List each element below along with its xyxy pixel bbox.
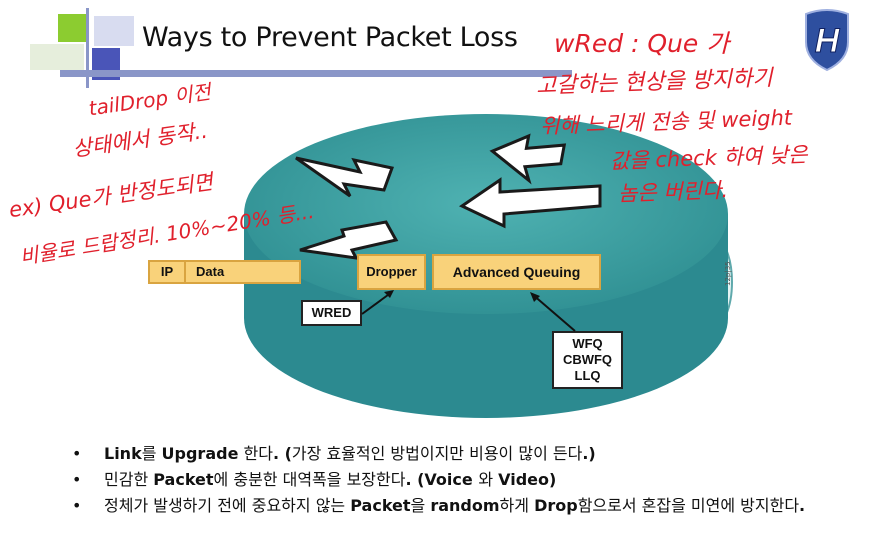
data-box: Data bbox=[184, 260, 301, 284]
arrow-out-bottomleft bbox=[299, 220, 399, 260]
arrow-out-topright bbox=[489, 133, 567, 185]
arrow-out-bottomright bbox=[459, 177, 602, 229]
title-vertical-rule bbox=[86, 8, 89, 88]
arrow-in-topleft bbox=[295, 156, 395, 198]
decor-square-lightgreen bbox=[30, 44, 84, 70]
bullet-text: 함으로서 혼잡을 미연에 방지한다 bbox=[577, 496, 800, 515]
bullet-bold-text: Drop bbox=[534, 496, 578, 515]
bullet-bold-text: Upgrade bbox=[161, 444, 239, 463]
advanced-queuing-box: Advanced Queuing bbox=[432, 254, 601, 290]
page-title: Ways to Prevent Packet Loss bbox=[142, 22, 518, 53]
bullet-text: 하게 bbox=[499, 496, 535, 515]
queue-type-cbwfq: CBWFQ bbox=[562, 352, 613, 367]
bullet-bold-text: . (Voice bbox=[405, 470, 479, 489]
wred-pointer-head bbox=[384, 290, 394, 298]
bullet-dot-icon: • bbox=[72, 444, 82, 463]
bullet-dot-icon: • bbox=[72, 470, 82, 489]
bullet-text: 에 충분한 대역폭을 보장한다 bbox=[213, 470, 406, 489]
bullet-bold-text: Packet bbox=[350, 496, 411, 515]
bullet-text: 와 bbox=[478, 470, 499, 489]
bullet-bold-text: random bbox=[430, 496, 500, 515]
queue-pointer bbox=[531, 293, 576, 332]
dropper-box: Dropper bbox=[357, 254, 426, 290]
decor-square-lavender bbox=[94, 16, 134, 46]
wred-label-box: WRED bbox=[301, 300, 362, 326]
bullet-bold-text: Packet bbox=[153, 470, 214, 489]
queue-pointer-head bbox=[530, 292, 540, 302]
annotation-right-5: 놈은 버린다. bbox=[617, 178, 729, 206]
bullet-bold-text: . bbox=[799, 496, 806, 515]
bullet-text: 민감한 bbox=[104, 470, 154, 489]
logo-letter: H bbox=[815, 22, 841, 60]
bullet-dot-icon: • bbox=[72, 496, 82, 515]
bullet-text: 가장 효율적인 방법이지만 비용이 많이 든다 bbox=[291, 444, 583, 463]
annotation-right-1: wRed : Que 가 bbox=[554, 29, 730, 58]
bullet-list: • Link를 Upgrade 한다. (가장 효율적인 방법이지만 비용이 많이… bbox=[72, 441, 832, 519]
figure-id: 12p|35 bbox=[724, 261, 732, 286]
bullet-item: • Link를 Upgrade 한다. (가장 효율적인 방법이지만 비용이 많이… bbox=[72, 441, 832, 467]
bullet-text: 을 bbox=[410, 496, 431, 515]
bullet-bold-text: . ( bbox=[272, 444, 292, 463]
title-underline bbox=[60, 70, 572, 77]
bullet-bold-text: Video) bbox=[498, 470, 557, 489]
bullet-text: 정체가 발생하기 전에 중요하지 않는 bbox=[104, 496, 351, 515]
bullet-item: • 민감한 Packet에 충분한 대역폭을 보장한다. (Voice 와 Vid… bbox=[72, 467, 832, 493]
wred-pointer bbox=[361, 291, 393, 315]
queue-type-llq: LLQ bbox=[574, 368, 601, 383]
bullet-item: • 정체가 발생하기 전에 중요하지 않는 Packet을 random하게 Dr… bbox=[72, 493, 832, 519]
h-shield-logo: H bbox=[805, 9, 849, 72]
bullet-bold-text: Link bbox=[104, 444, 142, 463]
bullet-text: 한다 bbox=[238, 444, 273, 463]
router-arrows bbox=[295, 133, 602, 260]
bullet-bold-text: .) bbox=[582, 444, 596, 463]
bullet-text: 를 bbox=[141, 444, 162, 463]
decor-square-green bbox=[58, 14, 86, 42]
queue-types-box: WFQ CBWFQ LLQ bbox=[552, 331, 623, 389]
queue-type-wfq: WFQ bbox=[572, 336, 603, 351]
